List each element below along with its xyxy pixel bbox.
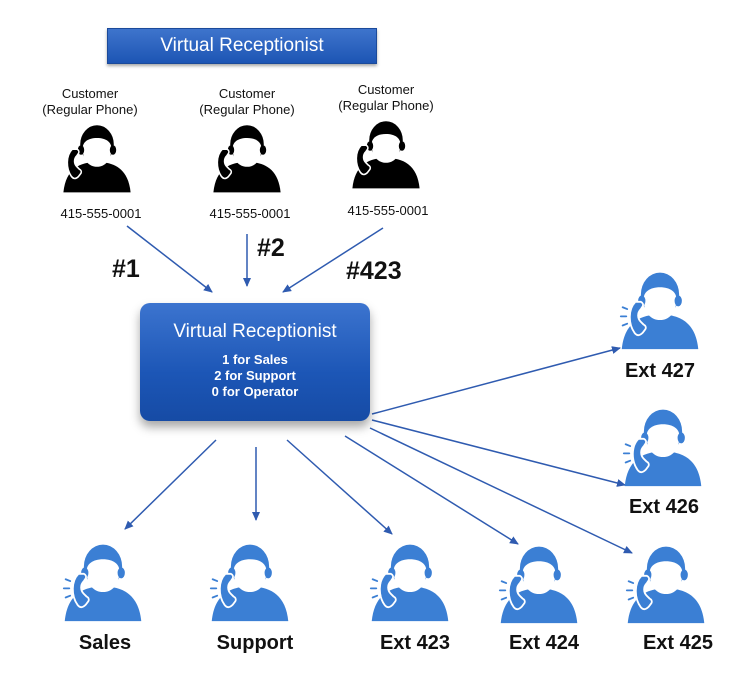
customer-phone-number: 415-555-0001: [347, 203, 429, 218]
customer-label-line2: (Regular Phone): [42, 102, 138, 117]
title-banner: Virtual Receptionist: [107, 28, 377, 64]
customer-phone-icon: [351, 120, 421, 190]
menu-option: 0 for Operator: [211, 384, 299, 399]
arrow-customer3-to-receptionist: [282, 227, 384, 293]
customer-label-line2: (Regular Phone): [338, 98, 434, 113]
agent-phone-icon: [619, 271, 700, 351]
arrow-to-ext-425: [369, 427, 633, 554]
agent-phone-icon: [625, 545, 706, 625]
receptionist-options: 1 for Sales 2 for Support 0 for Operator: [140, 352, 370, 400]
ext-426-label: Ext 426: [628, 496, 700, 518]
menu-option: 1 for Sales: [222, 352, 288, 367]
arrow-to-sales: [124, 439, 217, 530]
customer-label-line1: Customer: [218, 86, 276, 101]
customer-phone-icon: [212, 124, 282, 194]
agent-phone-icon: [498, 545, 579, 625]
arrow-to-ext-424: [344, 435, 519, 545]
sales-label: Sales: [78, 632, 132, 654]
arrow-customer1-to-receptionist: [126, 225, 213, 293]
virtual-receptionist-box: Virtual Receptionist 1 for Sales 2 for S…: [140, 303, 370, 421]
customer-label: Customer (Regular Phone): [316, 82, 456, 114]
agent-phone-icon: [209, 543, 290, 623]
agent-phone-icon: [62, 543, 143, 623]
arrow-to-ext-427: [371, 346, 621, 415]
menu-option: 2 for Support: [214, 368, 296, 383]
arrow-to-ext-426: [371, 419, 626, 487]
arrow-to-ext-423: [286, 439, 393, 535]
ext-425-label: Ext 425: [642, 632, 714, 654]
customer-label: Customer (Regular Phone): [177, 86, 317, 118]
agent-phone-icon: [622, 408, 703, 488]
dial-choice-label: #2: [257, 234, 285, 262]
ext-423-label: Ext 423: [379, 632, 451, 654]
customer-phone-number: 415-555-0001: [209, 206, 291, 221]
customer-label-line2: (Regular Phone): [199, 102, 295, 117]
dial-choice-label: #423: [346, 257, 402, 285]
customer-label-line1: Customer: [61, 86, 119, 101]
agent-phone-icon: [369, 543, 450, 623]
support-label: Support: [216, 632, 294, 654]
dial-choice-label: #1: [112, 255, 140, 283]
customer-phone-number: 415-555-0001: [60, 206, 142, 221]
ext-424-label: Ext 424: [508, 632, 580, 654]
customer-phone-icon: [62, 124, 132, 194]
customer-label-line1: Customer: [357, 82, 415, 97]
ext-427-label: Ext 427: [624, 360, 696, 382]
receptionist-title: Virtual Receptionist: [173, 321, 337, 342]
customer-label: Customer (Regular Phone): [20, 86, 160, 118]
